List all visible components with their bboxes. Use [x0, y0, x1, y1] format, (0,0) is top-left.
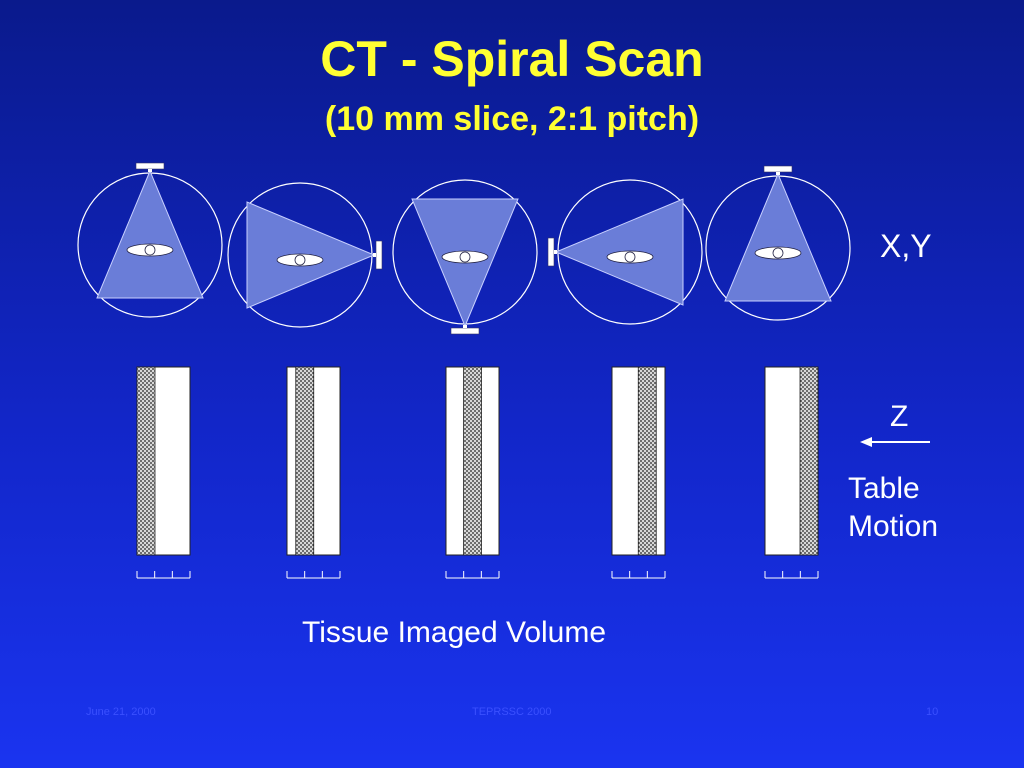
xray-tube-icon [375, 240, 383, 270]
xray-tube-icon [450, 327, 480, 335]
xray-tube-icon [135, 162, 165, 170]
imaged-slice-band [136, 366, 156, 556]
table-motion-label: Table Motion [848, 470, 938, 546]
patient-center-marker [624, 251, 636, 263]
slice-strip [445, 366, 500, 579]
imaged-slice-band [295, 366, 315, 556]
table-motion-arrowhead [860, 437, 872, 447]
slice-strip [764, 366, 819, 579]
slide-subtitle: (10 mm slice, 2:1 pitch) [324, 100, 700, 138]
footer-page-number: 10 [926, 706, 939, 718]
patient-center-marker [459, 251, 471, 263]
xray-tube-icon [763, 165, 793, 173]
gantry [392, 179, 538, 335]
xray-tube-port [463, 325, 467, 328]
slice-strip [136, 366, 191, 579]
patient-center-marker [294, 254, 306, 266]
xy-plane-label: X,Y [880, 228, 932, 264]
xray-tube-icon [547, 237, 555, 267]
xray-tube-port [554, 250, 557, 254]
strip-scale-ticks [611, 571, 666, 579]
tissue-volume-label: Tissue Imaged Volume [302, 616, 607, 649]
strip-scale-ticks [445, 571, 500, 579]
imaged-slice-band [637, 366, 657, 556]
gantry [547, 179, 703, 325]
imaged-slice-band [799, 366, 819, 556]
xray-source-assembly [724, 165, 832, 302]
footer-date: June 21, 2000 [86, 706, 156, 718]
xray-fan-beam [96, 169, 204, 299]
patient-center-marker [144, 244, 156, 256]
xray-tube-port [373, 253, 376, 257]
footer-event: TEPRSSC 2000 [472, 706, 552, 718]
xray-tube-port [776, 172, 780, 175]
strip-scale-ticks [286, 571, 341, 579]
slice-strip [611, 366, 666, 579]
imaged-slice-band [463, 366, 482, 556]
xray-tube-port [148, 169, 152, 172]
strip-scale-ticks [136, 571, 191, 579]
patient-center-marker [772, 247, 784, 259]
strip-scale-ticks [764, 571, 819, 579]
xray-source-assembly [96, 162, 204, 299]
slice-strip [286, 366, 341, 579]
z-axis-label: Z [890, 400, 909, 433]
gantry [77, 162, 223, 318]
xray-fan-beam [724, 172, 832, 302]
slide-title: CT - Spiral Scan [320, 31, 704, 87]
gantry [705, 165, 851, 321]
gantry [227, 182, 383, 328]
table-motion-line2: Motion [848, 510, 939, 543]
table-motion-line1: Table [848, 472, 920, 505]
